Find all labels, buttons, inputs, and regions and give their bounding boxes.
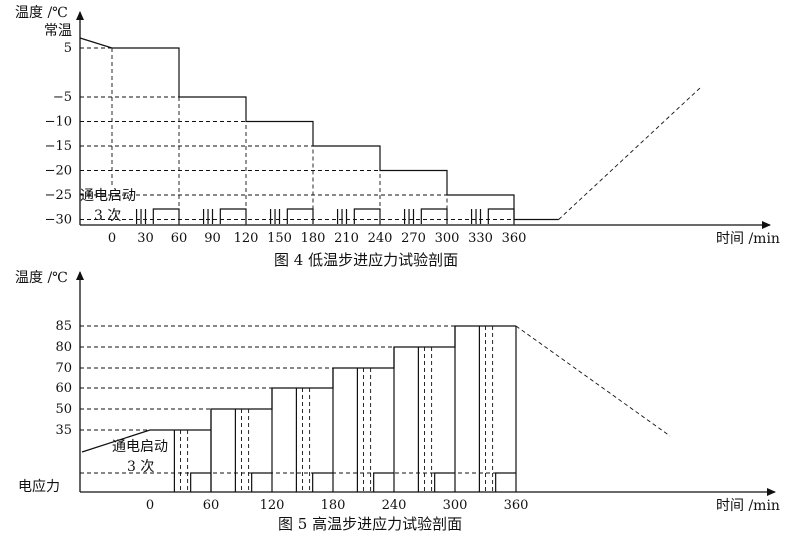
c1-x-tick-210: 210 [334,231,359,246]
c1-y-tick--30: −30 [45,213,72,228]
c1-x-tick-90: 90 [204,231,221,246]
c2-y-tick-85: 85 [55,319,72,334]
c2-profile-marks [80,325,671,492]
c2-y-tick-60: 60 [55,381,72,396]
c2-y-tick-80: 80 [55,340,72,355]
c2-power-hold-pulse [312,472,333,492]
c2-y-tick-70: 70 [55,361,72,376]
c1-profile-marks [79,37,701,225]
c1-y-tick--15: −15 [45,139,72,154]
c1-power-hold-pulse [487,208,515,224]
c1-power-hold-pulse [219,208,247,224]
c1-power-hold-pulse [286,208,314,224]
c1-y-tick--10: −10 [45,115,72,130]
c2-y-tick-labels: 85 80 70 60 50 35 [55,319,72,438]
c1-title: 图 4 低温步进应力试验剖面 [274,251,458,269]
c2-x-axis-label: 时间 /min [716,498,780,514]
c1-y-tick-ambient: 常温 [44,23,72,39]
c1-power-count-label: 3 次 [94,208,121,224]
c1-x-tick-30: 30 [137,231,154,246]
c2-return-ramp [515,325,671,437]
c2-y-tick-50: 50 [55,402,72,417]
high-temp-step-stress-chart: 温度 /℃ 时间 /min 图 5 高温步进应力试验剖面 电应力 通电启动 3 … [15,270,780,533]
c2-x-tick-60: 60 [203,498,220,513]
c2-x-tick-300: 300 [443,498,468,513]
low-temp-step-stress-chart: 温度 /℃ 时间 /min 图 4 低温步进应力试验剖面 通电启动 3 次 常温… [15,5,780,269]
c2-power-on-label: 通电启动 [112,439,168,455]
c1-x-tick-330: 330 [468,231,493,246]
c1-power-hold-pulse [420,208,448,224]
c2-x-tick-240: 240 [382,498,407,513]
c1-y-axis-label: 温度 /℃ [15,5,68,21]
c1-return-ramp [558,87,701,220]
c2-y-axis-label: 温度 /℃ [15,270,68,286]
c1-x-tick-labels: 0 30 60 90 120 150 180 210 240 270 300 330 360 [108,231,527,246]
c1-x-tick-300: 300 [435,231,460,246]
c1-x-tick-360: 360 [502,231,527,246]
c2-power-hold-pulse [434,472,455,492]
c2-power-hold-pulse [251,472,272,492]
c2-power-hold-pulse [373,472,394,492]
c2-electrical-stress-label: 电应力 [18,478,60,495]
c2-y-tick-35: 35 [55,423,72,438]
c1-x-tick-60: 60 [171,231,188,246]
c2-x-tick-120: 120 [260,498,285,513]
c2-x-tick-180: 180 [321,498,346,513]
c2-x-tick-360: 360 [504,498,529,513]
c1-y-tick-5: 5 [64,41,72,56]
c2-power-hold-pulse [190,472,211,492]
c1-power-hold-pulse [152,208,180,224]
c1-x-tick-120: 120 [234,231,259,246]
c1-power-on-label: 通电启动 [80,188,136,204]
c2-x-tick-0: 0 [146,498,154,513]
c2-temperature-profile [81,325,516,453]
c2-title: 图 5 高温步进应力试验剖面 [278,515,462,533]
c2-x-tick-labels: 0 60 120 180 240 300 360 [146,498,529,513]
c1-x-axis-label: 时间 /min [716,231,780,247]
c2-power-count-label: 3 次 [127,459,154,475]
c1-temperature-profile [79,37,559,221]
c1-x-tick-0: 0 [108,231,116,246]
c1-x-tick-180: 180 [301,231,326,246]
c2-power-hold-pulse [495,472,516,492]
c1-y-tick--5: −5 [53,90,72,105]
c1-x-tick-270: 270 [401,231,426,246]
c1-power-hold-pulse [353,208,381,224]
c1-y-tick-labels: 常温 5 −5 −10 −15 −20 −25 −30 [44,23,72,228]
c1-x-tick-150: 150 [267,231,292,246]
c1-y-tick--20: −20 [45,164,72,179]
c1-y-tick--25: −25 [45,188,72,203]
c1-x-tick-240: 240 [368,231,393,246]
